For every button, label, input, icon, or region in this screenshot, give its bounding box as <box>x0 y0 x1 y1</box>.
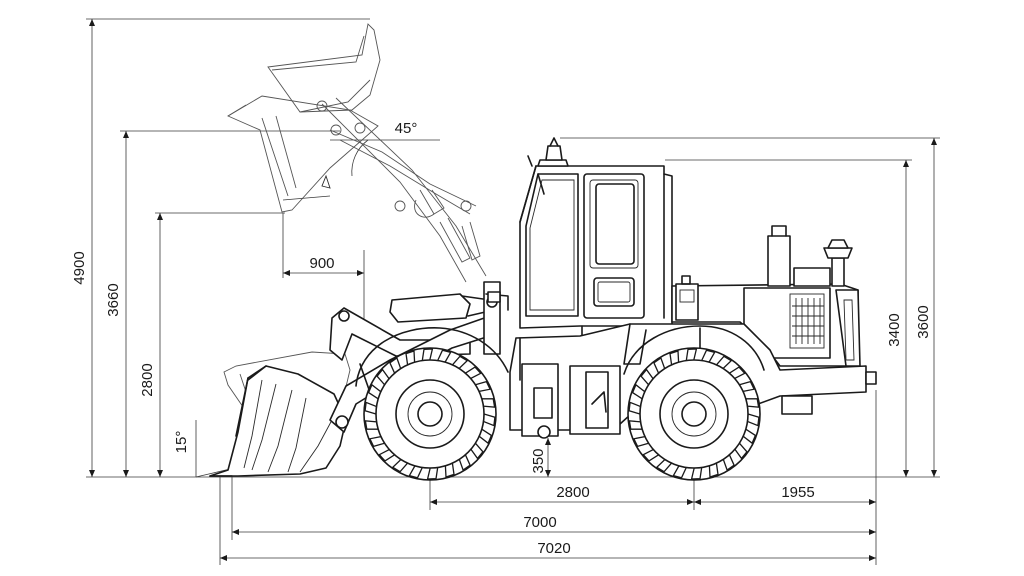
label-exhaust-height: 3600 <box>915 305 932 338</box>
label-rollback-angle: 15° <box>173 431 190 454</box>
label-hinge-pin-height: 3660 <box>105 283 122 316</box>
engine-hood <box>671 225 861 367</box>
label-cab-height: 3400 <box>886 313 903 346</box>
dimension-lines <box>86 18 940 565</box>
label-rear-overhang: 1955 <box>781 484 814 501</box>
label-total-height: 4900 <box>71 251 88 284</box>
lowered-bucket <box>209 351 351 477</box>
raised-bucket-position <box>227 23 487 283</box>
front-wheel <box>363 347 497 481</box>
label-length-bucket-ground: 7000 <box>523 514 556 531</box>
label-ground-clearance: 350 <box>530 448 547 473</box>
label-wheelbase: 2800 <box>556 484 589 501</box>
dimension-labels: 4900 3660 2800 900 45° 15° 350 2800 1955… <box>71 120 932 557</box>
label-dump-reach: 900 <box>309 255 334 272</box>
label-dump-clearance: 2800 <box>139 363 156 396</box>
label-dump-angle: 45° <box>395 120 418 137</box>
fenders <box>355 325 765 387</box>
label-overall-length: 7020 <box>537 540 570 557</box>
rear-wheel <box>627 347 761 481</box>
